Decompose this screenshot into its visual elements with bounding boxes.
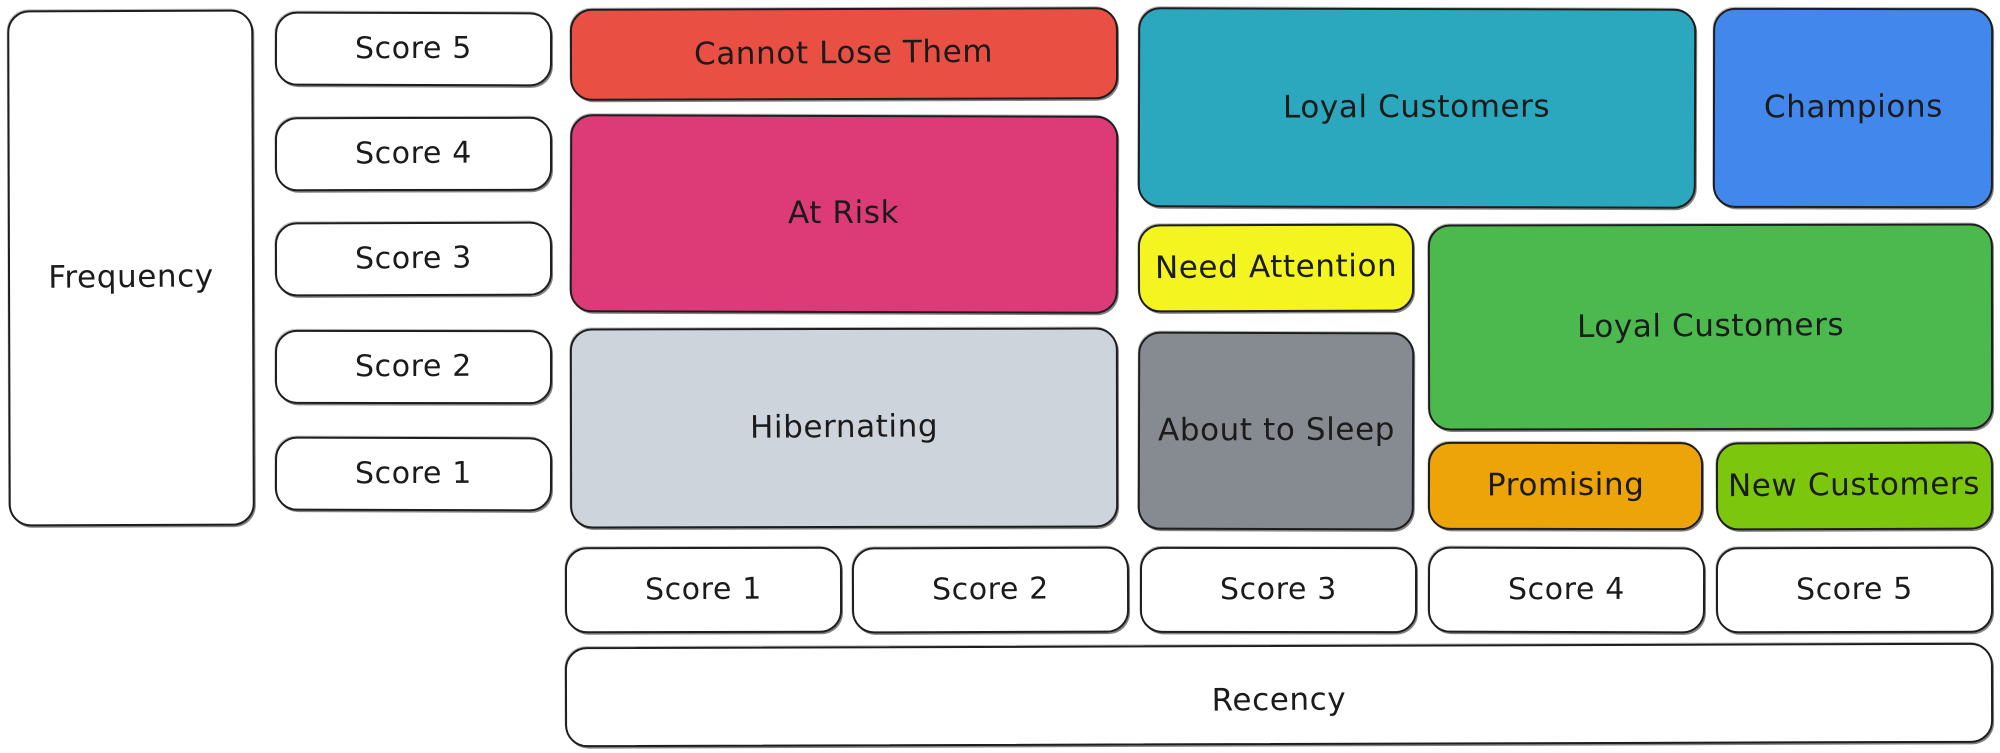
segment-loyal-customers-green-label: Loyal Customers bbox=[1576, 307, 1845, 346]
frequency-score-3-label: Score 3 bbox=[354, 240, 473, 277]
recency-axis-label: Recency bbox=[1211, 681, 1347, 719]
frequency-score-2-label: Score 2 bbox=[354, 348, 472, 385]
segment-hibernating[interactable]: Hibernating bbox=[569, 327, 1119, 529]
segment-loyal-customers-teal[interactable]: Loyal Customers bbox=[1137, 7, 1697, 209]
segment-need-attention[interactable]: Need Attention bbox=[1137, 223, 1415, 313]
frequency-axis-box: Frequency bbox=[7, 9, 255, 527]
recency-score-2-label: Score 2 bbox=[931, 571, 1050, 608]
frequency-axis-label: Frequency bbox=[48, 258, 214, 296]
segment-hibernating-label: Hibernating bbox=[749, 408, 939, 446]
segment-about-to-sleep[interactable]: About to Sleep bbox=[1137, 331, 1415, 531]
recency-score-4-box[interactable]: Score 4 bbox=[1427, 546, 1706, 634]
frequency-score-4-label: Score 4 bbox=[354, 135, 473, 172]
frequency-score-1-label: Score 1 bbox=[355, 455, 472, 491]
recency-score-4-label: Score 4 bbox=[1508, 571, 1625, 607]
segment-cannot-lose-them[interactable]: Cannot Lose Them bbox=[569, 7, 1119, 101]
frequency-score-1-box[interactable]: Score 1 bbox=[274, 436, 553, 512]
segment-at-risk[interactable]: At Risk bbox=[569, 114, 1119, 314]
recency-score-3-box[interactable]: Score 3 bbox=[1139, 546, 1418, 634]
frequency-score-5-label: Score 5 bbox=[355, 30, 472, 66]
frequency-score-3-box[interactable]: Score 3 bbox=[274, 221, 553, 297]
segment-promising[interactable]: Promising bbox=[1427, 441, 1704, 531]
frequency-score-2-box[interactable]: Score 2 bbox=[274, 329, 553, 405]
segment-loyal-customers-green[interactable]: Loyal Customers bbox=[1427, 223, 1994, 431]
segment-champions[interactable]: Champions bbox=[1712, 7, 1994, 209]
recency-score-5-box[interactable]: Score 5 bbox=[1715, 546, 1994, 634]
recency-score-1-box[interactable]: Score 1 bbox=[564, 546, 843, 634]
segment-loyal-customers-teal-label: Loyal Customers bbox=[1283, 88, 1551, 126]
recency-score-5-label: Score 5 bbox=[1795, 571, 1914, 608]
segment-new-customers-label: New Customers bbox=[1728, 466, 1981, 505]
recency-score-2-box[interactable]: Score 2 bbox=[851, 546, 1130, 634]
segment-cannot-lose-them-label: Cannot Lose Them bbox=[694, 33, 994, 73]
segment-at-risk-label: At Risk bbox=[788, 194, 900, 232]
frequency-score-5-box[interactable]: Score 5 bbox=[274, 11, 553, 87]
segment-about-to-sleep-label: About to Sleep bbox=[1157, 411, 1395, 449]
segment-need-attention-label: Need Attention bbox=[1154, 248, 1398, 287]
recency-axis-box: Recency bbox=[564, 642, 1994, 748]
segment-new-customers[interactable]: New Customers bbox=[1715, 441, 1994, 531]
recency-score-3-label: Score 3 bbox=[1219, 571, 1337, 608]
segment-promising-label: Promising bbox=[1486, 466, 1645, 504]
recency-score-1-label: Score 1 bbox=[644, 571, 763, 608]
segment-champions-label: Champions bbox=[1763, 88, 1943, 126]
frequency-score-4-box[interactable]: Score 4 bbox=[274, 116, 553, 192]
